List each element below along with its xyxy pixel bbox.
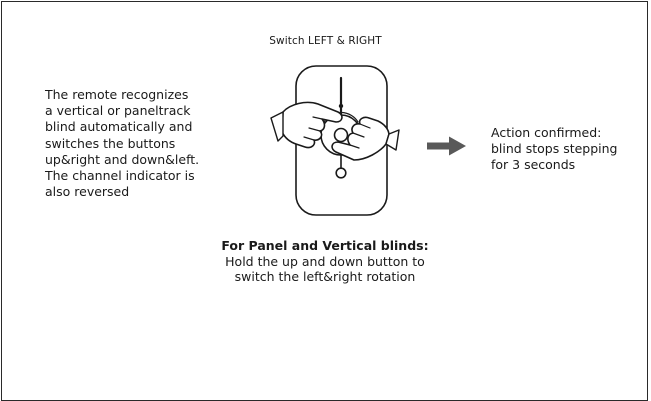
explanation-line: switches the buttons	[45, 135, 176, 151]
result-line: Action confirmed:	[491, 125, 602, 140]
result-line: for 3 seconds	[491, 157, 576, 173]
caption-heading: For Panel and Vertical blinds:	[221, 238, 429, 253]
explanation-line: up&right and down&left.	[45, 151, 200, 167]
explanation-line: blind automatically and	[45, 119, 193, 135]
right-arrow-icon	[427, 136, 466, 156]
explanation-line: The remote recognizes	[45, 87, 189, 102]
remote-illustration	[270, 65, 400, 216]
explanation-text: The remote recognizes a vertical or pane…	[45, 87, 245, 200]
instruction-caption: For Panel and Vertical blinds: Hold the …	[200, 238, 450, 285]
explanation-line: a vertical or paneltrack	[45, 103, 191, 119]
remote-center-button	[333, 127, 349, 143]
caption-line: switch the left&right rotation	[234, 269, 416, 284]
explanation-line: The channel indicator is	[45, 168, 195, 184]
remote-bottom-button	[335, 167, 347, 179]
caption-line: Hold the up and down button to	[225, 253, 425, 269]
result-text: Action confirmed: blind stops stepping f…	[491, 125, 651, 174]
result-line: blind stops stepping	[491, 141, 618, 157]
diagram-title: Switch LEFT & RIGHT	[269, 35, 382, 47]
explanation-line: also reversed	[45, 184, 130, 200]
left-hand	[270, 101, 343, 149]
right-hand	[331, 116, 400, 161]
